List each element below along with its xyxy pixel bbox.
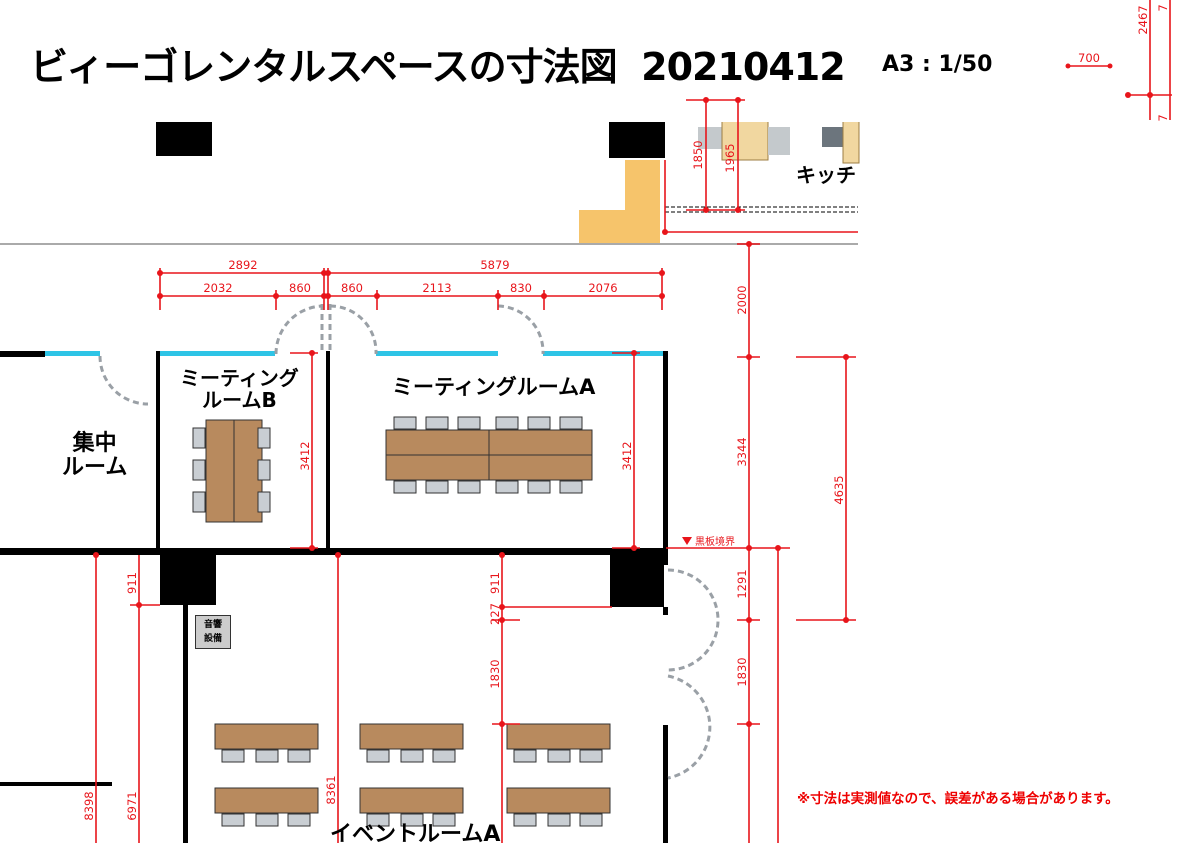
dim-7: 7 (1156, 4, 1170, 11)
dim-8361: 8361 (324, 775, 338, 804)
room-label-focus: 集中 ルーム (62, 431, 128, 481)
column-block (156, 122, 212, 156)
dim-2892: 2892 (228, 258, 257, 272)
scale-label: A3 : 1/50 (882, 52, 993, 77)
dim-227: 227 (488, 603, 502, 625)
meeting-b-furniture (192, 419, 271, 523)
dim-3412: 3412 (620, 441, 634, 470)
dim-2032: 2032 (203, 281, 232, 295)
room-label-focus-line2: ルーム (62, 455, 128, 481)
dim-5879: 5879 (480, 258, 509, 272)
kitchen-appliance (768, 127, 790, 155)
dim-6971: 6971 (125, 791, 139, 820)
dim-911: 911 (488, 572, 502, 594)
dim-860: 860 (289, 281, 311, 295)
dim-2467: 2467 (1136, 5, 1150, 34)
dim-8398: 8398 (82, 791, 96, 820)
sound-equipment-box: 音響 設備 (195, 615, 231, 649)
event-furniture (214, 723, 611, 814)
date-label: 20210412 (641, 45, 846, 89)
measurement-note: ※寸法は実測値なので、誤差がある場合があります。 (797, 791, 1119, 807)
dim-911: 911 (125, 572, 139, 594)
kitchen-appliance (721, 117, 769, 161)
dim-2076: 2076 (588, 281, 617, 295)
blackboard-label: 黒板境界 (695, 535, 735, 548)
kitchen-counter (579, 160, 660, 244)
dim-860: 860 (341, 281, 363, 295)
dim-1850: 1850 (691, 140, 705, 169)
dim-830: 830 (510, 281, 532, 295)
column-block (609, 122, 665, 158)
room-label-event-a: イベントルームA (330, 822, 501, 847)
room-label-meeting-a: ミーティングルームA (392, 375, 596, 399)
dim-1830: 1830 (488, 659, 502, 688)
dim-2113: 2113 (422, 281, 451, 295)
room-label-meeting-b-line1: ミーティング (180, 366, 299, 390)
room-label-meeting-b: ミーティング ルームB (180, 367, 299, 411)
page-title: ビィーゴレンタルスペースの寸法図 20210412 (30, 45, 846, 89)
dim-4635: 4635 (832, 475, 846, 504)
dim-1965: 1965 (723, 143, 737, 172)
room-label-focus-line1: 集中 (72, 431, 117, 456)
kitchen-appliance (822, 127, 844, 147)
dim-3344: 3344 (735, 437, 749, 466)
dim-2000: 2000 (735, 285, 749, 314)
dim-1291: 1291 (735, 569, 749, 598)
sound-equipment-line1: 音響 (203, 620, 222, 630)
sound-equipment-line2: 設備 (203, 634, 222, 644)
blackboard-marker-icon (682, 537, 692, 545)
dim-1830: 1830 (735, 657, 749, 686)
kitchen-appliance (842, 117, 860, 164)
room-label-meeting-b-line2: ルームB (202, 388, 277, 412)
dim-700: 700 (1078, 51, 1100, 65)
meeting-a-furniture (385, 416, 593, 494)
dim-7: 7 (1156, 114, 1170, 121)
dim-3412: 3412 (298, 441, 312, 470)
event-chairs (221, 749, 603, 827)
room-label-kitchen: キッチ (796, 163, 856, 187)
kitchen-appliance (698, 127, 724, 149)
